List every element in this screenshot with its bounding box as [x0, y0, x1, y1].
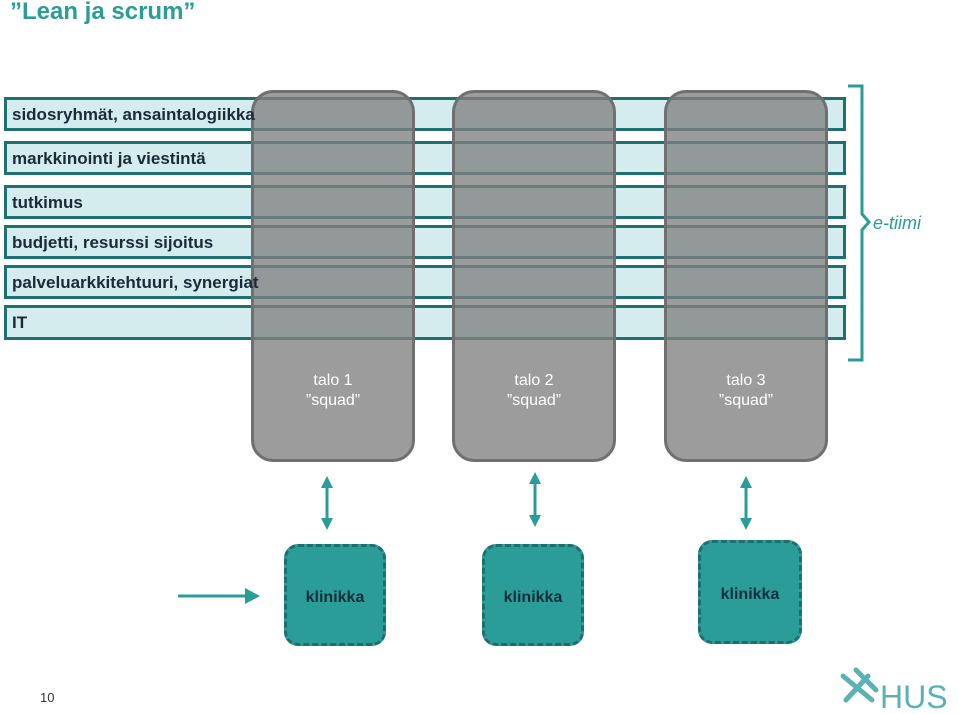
clinic-box-1: klinikka: [284, 544, 386, 646]
double-arrow-1: [321, 476, 333, 530]
band-label: budjetti, resurssi sijoitus: [12, 233, 214, 252]
squad-talo-2: talo 2 ”squad”: [452, 90, 616, 462]
squad-type-label: ”squad”: [718, 392, 774, 409]
double-arrow-2: [529, 472, 541, 527]
double-arrow-3: [740, 476, 752, 530]
clinic-label: klinikka: [305, 589, 365, 606]
squad-talo-3: talo 3 ”squad”: [664, 90, 828, 462]
slide-title: ”Lean ja scrum”: [10, 0, 196, 25]
squad-type-label: ”squad”: [305, 392, 361, 409]
page-number: 10: [40, 690, 55, 705]
band-label: IT: [12, 313, 28, 332]
squad-house-label: talo 2: [514, 372, 554, 389]
e-tiimi-brace: [848, 84, 871, 362]
band-label: markkinointi ja viestintä: [12, 149, 206, 168]
squad-house-label: talo 1: [313, 372, 353, 389]
clinic-label: klinikka: [720, 586, 780, 603]
hus-logo-icon: [840, 667, 879, 703]
squad-label: talo 3 ”squad”: [667, 371, 825, 411]
hus-logo-text: HUS: [880, 679, 948, 714]
clinic-label: klinikka: [503, 589, 563, 606]
squad-house-label: talo 3: [726, 372, 766, 389]
input-arrow: [178, 588, 260, 604]
band-label: sidosryhmät, ansaintalogiikka: [12, 105, 255, 124]
squad-label: talo 2 ”squad”: [455, 371, 613, 411]
band-label: tutkimus: [12, 193, 83, 212]
clinic-box-3: klinikka: [698, 540, 802, 644]
squad-type-label: ”squad”: [506, 392, 562, 409]
band-label: palveluarkkitehtuuri, synergiat: [12, 273, 259, 292]
squad-label: talo 1 ”squad”: [254, 371, 412, 411]
squad-talo-1: talo 1 ”squad”: [251, 90, 415, 462]
clinic-box-2: klinikka: [482, 544, 584, 646]
e-tiimi-label: e-tiimi: [873, 213, 921, 233]
